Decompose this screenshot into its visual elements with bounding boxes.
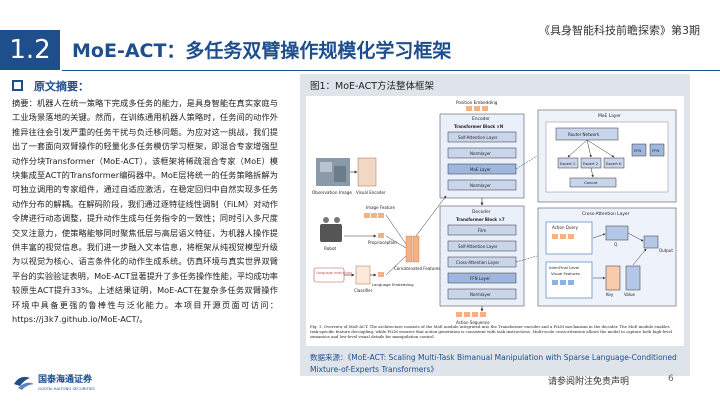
proprioception-label: Proprioception — [368, 240, 397, 245]
abstract-body: 摘要：机器人在统一策略下完成多任务的能力，是具身智能在真实家庭与工业场景落地的关… — [12, 98, 278, 325]
q-label: Q — [614, 242, 617, 247]
robot-label: Robot — [324, 246, 337, 251]
visual-encoder-box — [357, 157, 377, 187]
concat-box — [569, 177, 617, 188]
action-sequence-label: Action Sequence — [456, 320, 490, 325]
source-title: 《MoE-ACT: Scaling Multi-Task Bimanual Ma… — [310, 353, 677, 374]
square-bullet-icon — [12, 80, 23, 91]
architecture-figure: Observation Image Visual Encoder Image F… — [306, 96, 684, 346]
header-rule — [62, 70, 720, 71]
inter-final-level-label: Inter/Final Level — [549, 265, 579, 270]
normlayer-box-3 — [447, 288, 517, 300]
cross-attention-detail-label: Cross-Attention Layer — [582, 211, 630, 217]
logo-subtext: GUOTAI HAITONG SECURITIES — [38, 386, 95, 391]
language-instruction-label: Language Instruction — [316, 271, 352, 275]
concat-label: Concat — [584, 180, 598, 185]
self-attention-box — [447, 131, 517, 143]
key-matrix — [605, 265, 621, 291]
image-feature-label: Image Feature — [366, 205, 395, 210]
key-label: Key — [606, 292, 614, 297]
concatenated-features-bar — [405, 235, 413, 263]
moe-detail-label: MoE Layer — [598, 113, 621, 119]
moe-layer-label: MoE Layer — [470, 167, 491, 172]
ffn-b-box — [649, 143, 665, 157]
normlayer-box — [447, 147, 517, 159]
router-network-label: Router Network — [568, 132, 600, 137]
figure-caption: Fig. 1: Overview of MoE-ACT. The archite… — [310, 324, 673, 339]
ffn-layer-box — [447, 272, 517, 284]
value-label: Value — [624, 292, 636, 297]
transformer-block-m-label: Transformer Block ×7 — [456, 217, 505, 222]
company-logo: 国泰海通证券 GUOTAI HAITONG SECURITIES — [12, 368, 132, 398]
series-title: 《具身智能科技前瞻探索》第3期 — [539, 24, 700, 37]
logo-mark: 国泰海通证券 GUOTAI HAITONG SECURITIES — [14, 373, 95, 391]
figure-source: 数据来源：《MoE-ACT: Scaling Multi-Task Bimanu… — [310, 352, 690, 376]
decoder-label: Decoder — [472, 209, 491, 215]
q-matrix — [605, 225, 629, 241]
architecture-diagram: Observation Image Visual Encoder Image F… — [310, 100, 677, 339]
observation-image-label: Observation Image — [312, 190, 352, 195]
position-embedding-label: Position Embedding — [456, 100, 498, 105]
output-label: Output — [659, 248, 673, 253]
ffn-b-label: FFN — [652, 148, 659, 153]
page-number: 6 — [668, 374, 674, 384]
ffn-a-label: FFN — [634, 148, 641, 153]
film-box — [447, 224, 517, 236]
abstract-heading: 原文摘要： — [34, 80, 89, 93]
section-number: 1.2 — [0, 30, 60, 70]
disclaimer-text: 请参阅附注免责声明 — [548, 377, 630, 387]
visual-encoder-label: Visual Encoder — [356, 190, 386, 195]
expert-1-label: Expert 1 — [560, 162, 575, 166]
output-matrix — [643, 235, 659, 249]
normlayer-box-2 — [447, 179, 517, 191]
self-attention-label-2: Self-Attention Layer — [458, 244, 498, 249]
transformer-block-n-label: Transformer Block ×N — [454, 124, 503, 129]
ffn-layer-label: FFN Layer — [470, 276, 490, 281]
language-embedding-label: Language Embedding — [372, 282, 414, 287]
concatenated-features-label: Concatenated Features — [394, 266, 440, 271]
value-matrix — [625, 265, 641, 291]
robot-thumb — [320, 224, 342, 242]
expert-k-label: Expert K — [606, 162, 622, 166]
normlayer-label-2: Normlayer — [470, 183, 491, 188]
expert-1-box — [557, 157, 579, 169]
self-attention-label: Self-Attention Layer — [458, 135, 498, 140]
source-prefix: 数据来源： — [310, 353, 348, 362]
ffn-a-box — [631, 143, 647, 157]
normlayer-label: Normlayer — [470, 151, 491, 156]
action-query-label: Action Query — [552, 225, 579, 230]
expert-k-box — [603, 157, 625, 169]
visual-features-label: Visual Features — [551, 271, 580, 276]
figure-title: 图1：MoE-ACT方法整体框架 — [310, 81, 435, 92]
classifier-label: Classifier — [354, 288, 373, 293]
cross-attention-label: Cross-Attention Layer — [456, 260, 500, 265]
film-label: Film — [478, 228, 486, 233]
expert-2-label: Expert 2 — [583, 162, 598, 166]
normlayer-label-3: Normlayer — [470, 292, 491, 297]
encoder-label: Encoder — [472, 116, 490, 122]
self-attention-box-2 — [447, 240, 517, 252]
logo-text: 国泰海通证券 — [38, 373, 93, 385]
page-title: MoE-ACT：多任务双臂操作规模化学习框架 — [72, 40, 452, 62]
classifier-box — [355, 265, 371, 285]
